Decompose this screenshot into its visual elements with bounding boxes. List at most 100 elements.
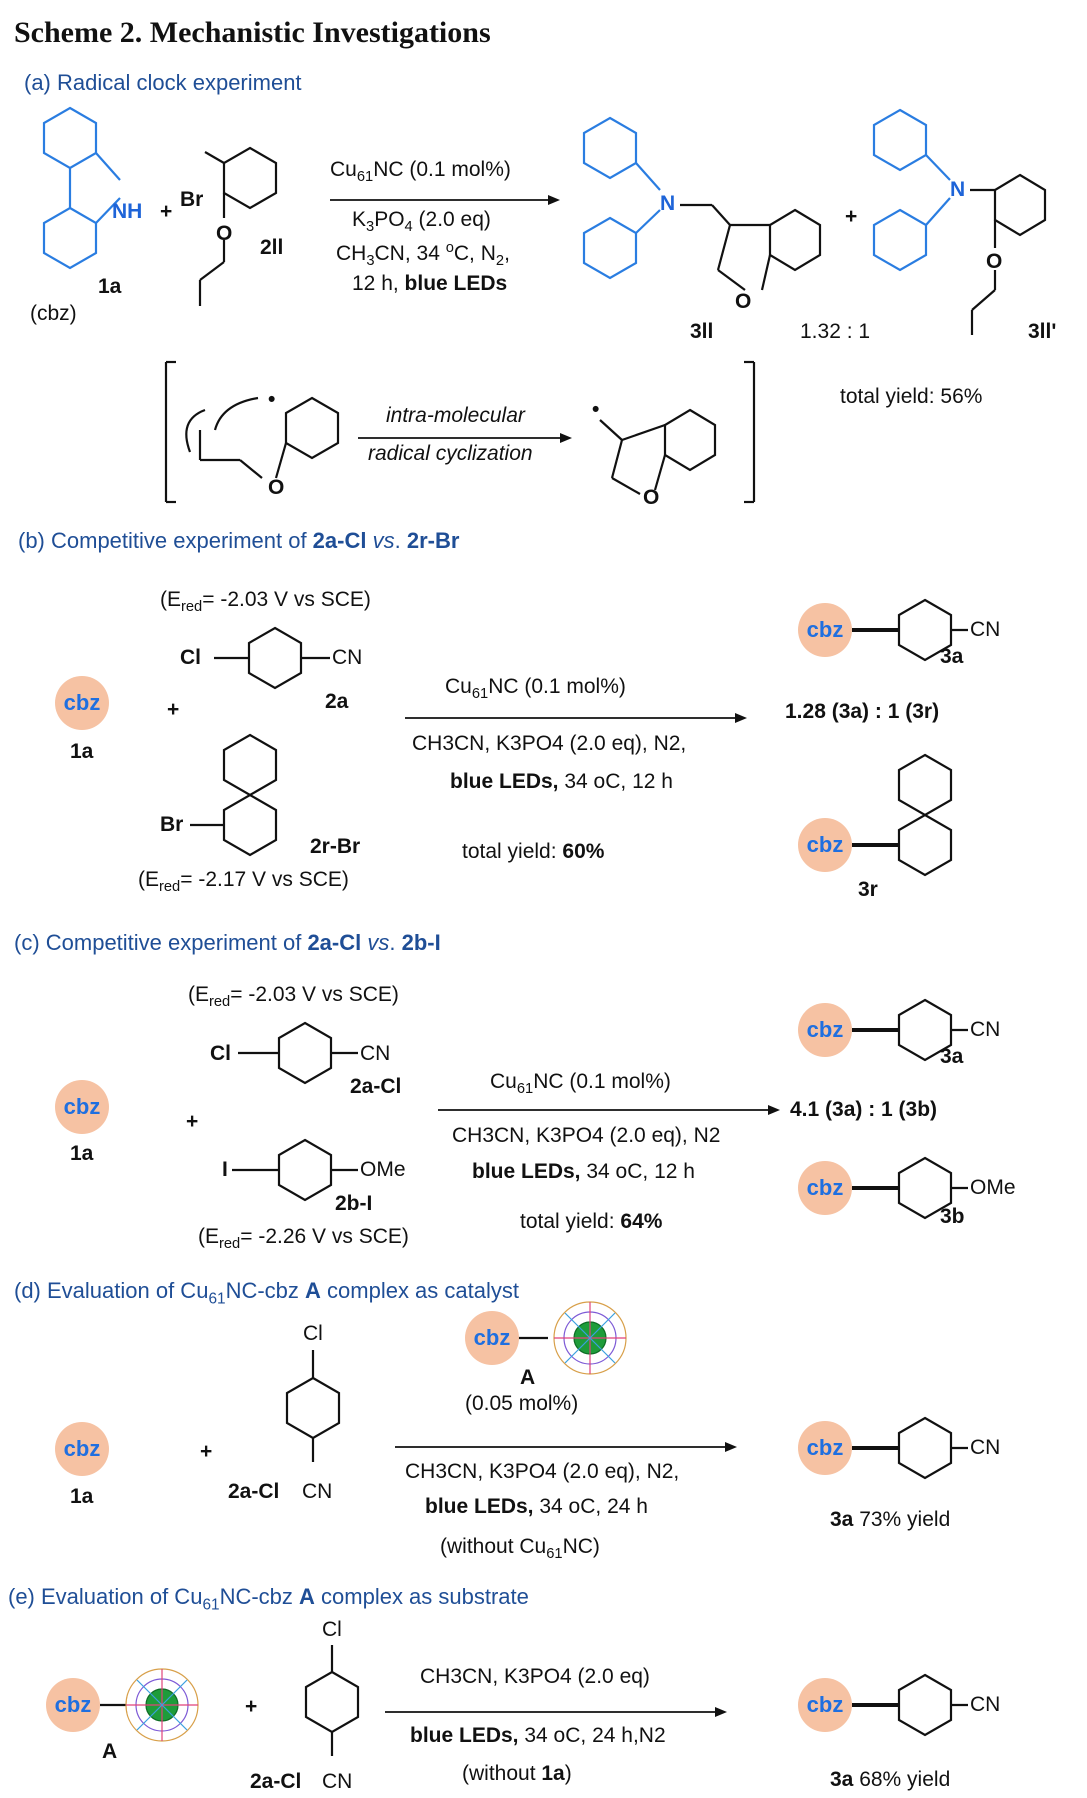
cl-label-b: Cl: [180, 646, 201, 669]
yield-b: total yield: 60%: [462, 840, 605, 863]
mech-label-top: intra-molecular: [386, 404, 525, 427]
label-3a-b: 3a: [940, 645, 964, 668]
label-2a-b: 2a: [325, 690, 349, 713]
section-d-heading: (d) Evaluation of Cu61NC-cbz A complex a…: [14, 1278, 519, 1308]
plus-b: +: [167, 698, 180, 721]
i-label-c: I: [222, 1158, 228, 1181]
total-yield-a: total yield: 56%: [840, 385, 983, 408]
cbz-badge-3a-e: cbz: [798, 1678, 852, 1732]
label-3b-c: 3b: [940, 1205, 965, 1228]
dihydrobenzofuran-3ll: [680, 203, 822, 291]
o-label-mech-1: O: [268, 476, 285, 499]
cbz-badge-3r-b: cbz: [798, 818, 852, 872]
br-label-b: Br: [160, 813, 184, 836]
o-label-2ll: O: [216, 222, 233, 245]
ered-2r-b: (Ered= -2.17 V vs SCE): [138, 868, 349, 896]
cbz-sub-label: (cbz): [30, 302, 77, 325]
cond-c-1: Cu61NC (0.1 mol%): [490, 1070, 671, 1098]
cluster-icon-d: [553, 1301, 627, 1375]
label-3a-c: 3a: [940, 1045, 964, 1068]
cbz-badge-1a-b: cbz: [55, 676, 109, 730]
plus-a: +: [160, 200, 173, 223]
label-2a-d: 2a-Cl: [228, 1480, 280, 1503]
cbz-badge-A-e: cbz: [46, 1678, 100, 1732]
carbazole-1a: [42, 106, 121, 270]
label-A-d: A: [520, 1366, 536, 1389]
cn-label-b: CN: [332, 646, 363, 669]
cond-e-1: CH3CN, K3PO4 (2.0 eq): [420, 1665, 650, 1688]
label-2a-e: 2a-Cl: [250, 1770, 302, 1793]
cbz-badge-3a-b: cbz: [798, 603, 852, 657]
product-d: 3a 73% yield: [830, 1508, 951, 1531]
cbz-badge-3a-d: cbz: [798, 1421, 852, 1475]
cn-label-3a-c: CN: [970, 1018, 1001, 1041]
loading-d: (0.05 mol%): [465, 1392, 579, 1415]
label-2r-b: 2r-Br: [310, 835, 361, 858]
n-label-3ll-prime: N: [950, 178, 966, 201]
plus-e: +: [245, 1695, 258, 1718]
cond-a-1: Cu61NC (0.1 mol%): [330, 158, 511, 186]
cond-d-4: (without Cu61NC): [440, 1535, 600, 1563]
n-label-3ll: N: [660, 192, 676, 215]
cn-label-e: CN: [322, 1770, 353, 1793]
cbz-badge-catalyst-d: cbz: [465, 1311, 519, 1365]
label-2ll: 2ll: [260, 236, 284, 259]
o-label-3ll-prime: O: [986, 250, 1003, 273]
cn-label-d: CN: [302, 1480, 333, 1503]
ered-2a-b: (Ered= -2.03 V vs SCE): [160, 588, 371, 616]
section-a-heading: (a) Radical clock experiment: [24, 70, 302, 95]
label-3r-b: 3r: [858, 878, 878, 901]
br-label: Br: [180, 188, 204, 211]
plus-a2: +: [845, 205, 858, 228]
cluster-icon-e: [125, 1668, 199, 1742]
cond-e-2: blue LEDs, 34 oC, 24 h,N2: [410, 1724, 666, 1747]
cl-label-d: Cl: [303, 1322, 323, 1345]
label-1a-b: 1a: [70, 740, 94, 763]
cond-a-4: 12 h, blue LEDs: [352, 272, 508, 295]
cond-d-3: blue LEDs, 34 oC, 24 h: [425, 1495, 648, 1518]
section-c-heading: (c) Competitive experiment of 2a-Cl vs. …: [14, 930, 441, 955]
radical-dot-a: •: [268, 388, 276, 411]
label-A-e: A: [102, 1740, 118, 1763]
cn-label-3a-e: CN: [970, 1693, 1001, 1716]
scheme-title: Scheme 2. Mechanistic Investigations: [14, 16, 491, 49]
o-label-mech-2: O: [643, 486, 660, 509]
plus-c: +: [186, 1110, 199, 1133]
cn-label-3a-b: CN: [970, 618, 1001, 641]
plus-d: +: [200, 1440, 213, 1463]
cond-b-1: Cu61NC (0.1 mol%): [445, 675, 626, 703]
cl-label-c: Cl: [210, 1042, 231, 1065]
ome-label-3b-c: OMe: [970, 1176, 1016, 1199]
yield-c: total yield: 64%: [520, 1210, 663, 1233]
cl-label-e: Cl: [322, 1618, 342, 1641]
cbz-badge-1a-d: cbz: [55, 1422, 109, 1476]
cond-c-3: blue LEDs, 34 oC, 12 h: [472, 1160, 695, 1183]
cond-a-2: K3PO4 (2.0 eq): [352, 208, 491, 236]
cbz-badge-3b-c: cbz: [798, 1161, 852, 1215]
product-e: 3a 68% yield: [830, 1768, 951, 1791]
mech-label-bottom: radical cyclization: [368, 442, 533, 465]
o-label-3ll: O: [735, 290, 752, 313]
carbazole-3ll: [582, 116, 661, 280]
ratio-a: 1.32 : 1: [800, 320, 871, 343]
cond-b-3: blue LEDs, 34 oC, 12 h: [450, 770, 673, 793]
mechanism-box: [164, 360, 756, 504]
label-2a-c: 2a-Cl: [350, 1075, 402, 1098]
cond-a-3: CH3CN, 34 oC, N2,: [336, 240, 510, 270]
cond-c-2: CH3CN, K3PO4 (2.0 eq), N2: [452, 1124, 721, 1147]
cbz-badge-3a-c: cbz: [798, 1003, 852, 1057]
cond-e-3: (without 1a): [462, 1762, 572, 1785]
section-a-structures: [42, 106, 1047, 504]
radical-dot-b: •: [592, 398, 600, 421]
ome-label-c: OMe: [360, 1158, 406, 1181]
cbz-badge-1a-c: cbz: [55, 1080, 109, 1134]
label-2b-c: 2b-I: [335, 1192, 373, 1215]
label-1a-a: 1a: [98, 275, 122, 298]
section-b-heading: (b) Competitive experiment of 2a-Cl vs. …: [18, 528, 460, 553]
label-1a-c: 1a: [70, 1142, 94, 1165]
ratio-c: 4.1 (3a) : 1 (3b): [790, 1098, 938, 1121]
bromoaryl-ether-2ll: [198, 146, 278, 306]
